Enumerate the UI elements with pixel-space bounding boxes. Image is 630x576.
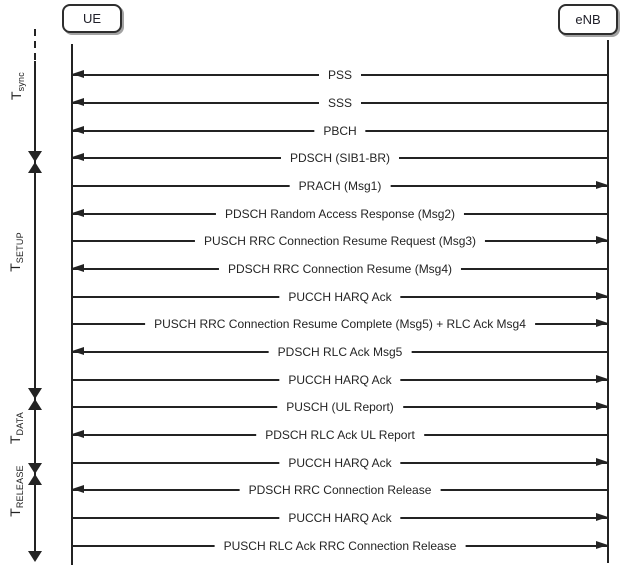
time-boundary-arrow-icon [28, 474, 42, 485]
period-label-main: T [7, 508, 23, 517]
message-label: PUCCH HARQ Ack [279, 373, 401, 387]
time-boundary-arrow-icon [28, 388, 42, 399]
message-label: PUCCH HARQ Ack [279, 456, 401, 470]
message-label: PRACH (Msg1) [289, 179, 391, 193]
time-axis-dashed-start [34, 29, 36, 61]
arrow-right-icon [596, 541, 608, 549]
period-label: TDATA [7, 412, 25, 444]
message-label: PSS [318, 68, 362, 82]
message-label: SSS [318, 96, 362, 110]
arrow-right-icon [596, 402, 608, 410]
message-label: PUCCH HARQ Ack [279, 290, 401, 304]
arrow-left-icon [72, 98, 84, 106]
arrow-right-icon [596, 236, 608, 244]
enb-box: eNB [558, 4, 618, 35]
period-label-main: T [8, 91, 24, 100]
time-axis [34, 61, 36, 556]
message-label: PUSCH RLC Ack RRC Connection Release [214, 539, 466, 553]
arrow-left-icon [72, 430, 84, 438]
ue-lifeline [71, 44, 73, 565]
arrow-right-icon [596, 375, 608, 383]
enb-label: eNB [575, 12, 601, 27]
period-label-main: T [7, 263, 23, 272]
arrow-left-icon [72, 347, 84, 355]
ue-box: UE [62, 4, 122, 33]
time-boundary-arrow-icon [28, 399, 42, 410]
message-label: PDSCH Random Access Response (Msg2) [215, 207, 465, 221]
arrow-left-icon [72, 209, 84, 217]
message-label: PDSCH RRC Connection Release [239, 483, 441, 497]
time-boundary-arrow-icon [28, 162, 42, 173]
message-label: PBCH [314, 124, 366, 138]
message-label: PUCCH HARQ Ack [279, 511, 401, 525]
message-label: PUSCH (UL Report) [277, 400, 403, 414]
arrow-left-icon [72, 153, 84, 161]
period-label: TRELEASE [7, 465, 25, 516]
arrow-left-icon [72, 70, 84, 78]
time-boundary-arrow-icon [28, 463, 42, 474]
message-label: PUSCH RRC Connection Resume Complete (Ms… [145, 317, 535, 331]
arrow-right-icon [596, 319, 608, 327]
period-label-subscript: SETUP [15, 232, 25, 264]
period-label: TSETUP [7, 232, 25, 272]
period-label-main: T [7, 435, 23, 445]
arrow-left-icon [72, 126, 84, 134]
arrow-right-icon [596, 458, 608, 466]
message-label: PDSCH (SIB1-BR) [280, 151, 400, 165]
message-label: PDSCH RLC Ack Msg5 [268, 345, 412, 359]
time-axis-end-arrow-icon [28, 551, 42, 562]
arrow-left-icon [72, 264, 84, 272]
time-boundary-arrow-icon [28, 151, 42, 162]
ue-label: UE [82, 11, 102, 26]
message-label: PUSCH RRC Connection Resume Request (Msg… [194, 234, 486, 248]
arrow-right-icon [596, 292, 608, 300]
arrow-left-icon [72, 485, 84, 493]
period-label-subscript: sync [16, 72, 26, 92]
arrow-right-icon [596, 181, 608, 189]
enb-lifeline [607, 40, 609, 563]
period-label-subscript: RELEASE [15, 465, 25, 509]
period-label-subscript: DATA [15, 411, 25, 436]
period-label: Tsync [8, 72, 26, 100]
message-label: PDSCH RLC Ack UL Report [256, 428, 424, 442]
message-label: PDSCH RRC Connection Resume (Msg4) [218, 262, 462, 276]
arrow-right-icon [596, 513, 608, 521]
